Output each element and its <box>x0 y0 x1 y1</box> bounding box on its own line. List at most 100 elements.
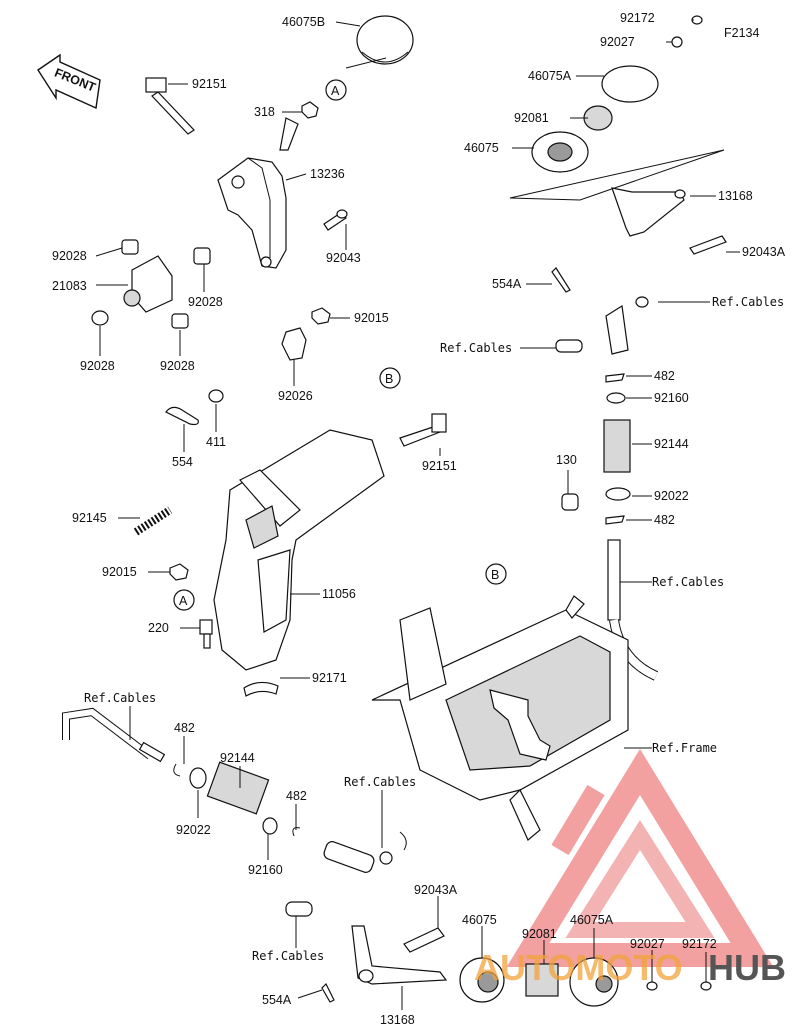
lever-13168-top <box>611 187 686 237</box>
knob-46075B <box>356 15 414 65</box>
pin-554 <box>165 406 199 426</box>
guide-lines-top <box>509 149 725 201</box>
callout-A-2: A <box>173 589 195 611</box>
label-92151-mid: 92151 <box>422 459 457 473</box>
watermark-part1: AUTOMOTO <box>474 947 683 988</box>
leader-lines <box>95 19 740 1010</box>
label-13236: 13236 <box>310 167 345 181</box>
cable-bottom-left <box>62 707 166 763</box>
label-92028-d: 92028 <box>160 359 195 373</box>
callout-B-text: B <box>491 568 499 582</box>
callout-B-2: B <box>485 563 507 585</box>
label-92028-c: 92028 <box>80 359 115 373</box>
label-92027-top: 92027 <box>600 35 635 49</box>
stack-top-right <box>531 15 703 173</box>
label-92144-a: 92144 <box>654 437 689 451</box>
front-arrow-icon: FRONT <box>37 53 101 110</box>
label-482-c: 482 <box>174 721 195 735</box>
label-554A-bot: 554A <box>262 993 292 1007</box>
label-482-a: 482 <box>654 369 675 383</box>
label-92172-bot: 92172 <box>682 937 717 951</box>
frame <box>371 595 629 841</box>
watermark-logo <box>506 749 774 967</box>
label-46075-top: 46075 <box>464 141 499 155</box>
label-92027-bot: 92027 <box>630 937 665 951</box>
label-92160-a: 92160 <box>654 391 689 405</box>
label-318: 318 <box>254 105 275 119</box>
label-411: 411 <box>206 435 226 449</box>
label-482-b: 482 <box>654 513 675 527</box>
label-46075A-bot: 46075A <box>570 913 614 927</box>
label-130: 130 <box>556 453 577 467</box>
label-92015-mid: 92015 <box>102 565 137 579</box>
watermark-part2: HUB <box>708 947 786 988</box>
lever-13168-bot <box>351 925 448 985</box>
label-46075B: 46075B <box>282 15 325 29</box>
label-92015-top: 92015 <box>354 311 389 325</box>
label-554: 554 <box>172 455 193 469</box>
part-labels: 46075B 92151 318 13236 92043 92028 21083… <box>52 11 786 1027</box>
label-46075-bot: 46075 <box>462 913 497 927</box>
label-554A-top: 554A <box>492 277 522 291</box>
spring-stack-right <box>603 373 659 681</box>
label-92043: 92043 <box>326 251 361 265</box>
nut-92015 <box>169 307 331 581</box>
label-13168-top: 13168 <box>718 189 753 203</box>
spring-92145 <box>133 506 173 536</box>
label-refcables-6: Ref.Cables <box>252 949 324 963</box>
bolt-92151-top <box>145 77 195 135</box>
bolt-220 <box>199 619 213 649</box>
label-92171: 92171 <box>312 671 347 685</box>
label-13168-bot: 13168 <box>380 1013 415 1027</box>
label-92028-b: 92028 <box>188 295 223 309</box>
label-92081-top: 92081 <box>514 111 549 125</box>
label-refcables-4: Ref.Cables <box>84 691 156 705</box>
label-92022-a: 92022 <box>654 489 689 503</box>
label-refcables-5: Ref.Cables <box>344 775 416 789</box>
label-refframe: Ref.Frame <box>652 741 717 755</box>
pin-554A-bot <box>321 982 335 1003</box>
label-92145: 92145 <box>72 511 107 525</box>
callout-A-text: A <box>331 84 340 98</box>
label-refcables-3: Ref.Cables <box>652 575 724 589</box>
label-92081-bot: 92081 <box>522 927 557 941</box>
clevis-bottom <box>285 831 407 917</box>
label-refcables-2: Ref.Cables <box>440 341 512 355</box>
callout-A-text: A <box>179 594 188 608</box>
clip-92026 <box>281 327 307 361</box>
spring-stack-bottom <box>173 761 301 837</box>
clevis-top <box>555 296 649 355</box>
label-92043A-top: 92043A <box>742 245 786 259</box>
figure-code: F2134 <box>724 26 759 40</box>
pin-92043A-bot <box>403 927 445 953</box>
bushing-92028 <box>91 239 211 329</box>
label-92160-b: 92160 <box>248 863 283 877</box>
label-92151-top: 92151 <box>192 77 227 91</box>
lever-13236 <box>217 117 299 269</box>
washer-411 <box>208 389 224 403</box>
label-482-d: 482 <box>286 789 307 803</box>
parts-stack-bottom <box>459 957 712 1007</box>
label-refcables-1: Ref.Cables <box>712 295 784 309</box>
label-21083: 21083 <box>52 279 87 293</box>
pin-554A-top <box>551 267 571 293</box>
callout-B-text: B <box>385 372 393 386</box>
label-220: 220 <box>148 621 169 635</box>
pin-92043A-top <box>689 235 727 255</box>
label-46075A-top: 46075A <box>528 69 572 83</box>
callout-B-1: B <box>379 367 401 389</box>
pin-92043 <box>323 209 348 231</box>
nut-318 <box>301 101 319 119</box>
label-92026: 92026 <box>278 389 313 403</box>
label-11056: 11056 <box>322 587 356 601</box>
callout-A-1: A <box>325 79 347 101</box>
label-92022-b: 92022 <box>176 823 211 837</box>
label-92043A-bot: 92043A <box>414 883 458 897</box>
bolt-92151-mid <box>399 413 447 447</box>
label-92172-top: 92172 <box>620 11 655 25</box>
label-92028-a: 92028 <box>52 249 87 263</box>
plug-130 <box>561 493 579 511</box>
bracket-21083 <box>123 255 173 313</box>
bracket-11056 <box>213 429 385 671</box>
